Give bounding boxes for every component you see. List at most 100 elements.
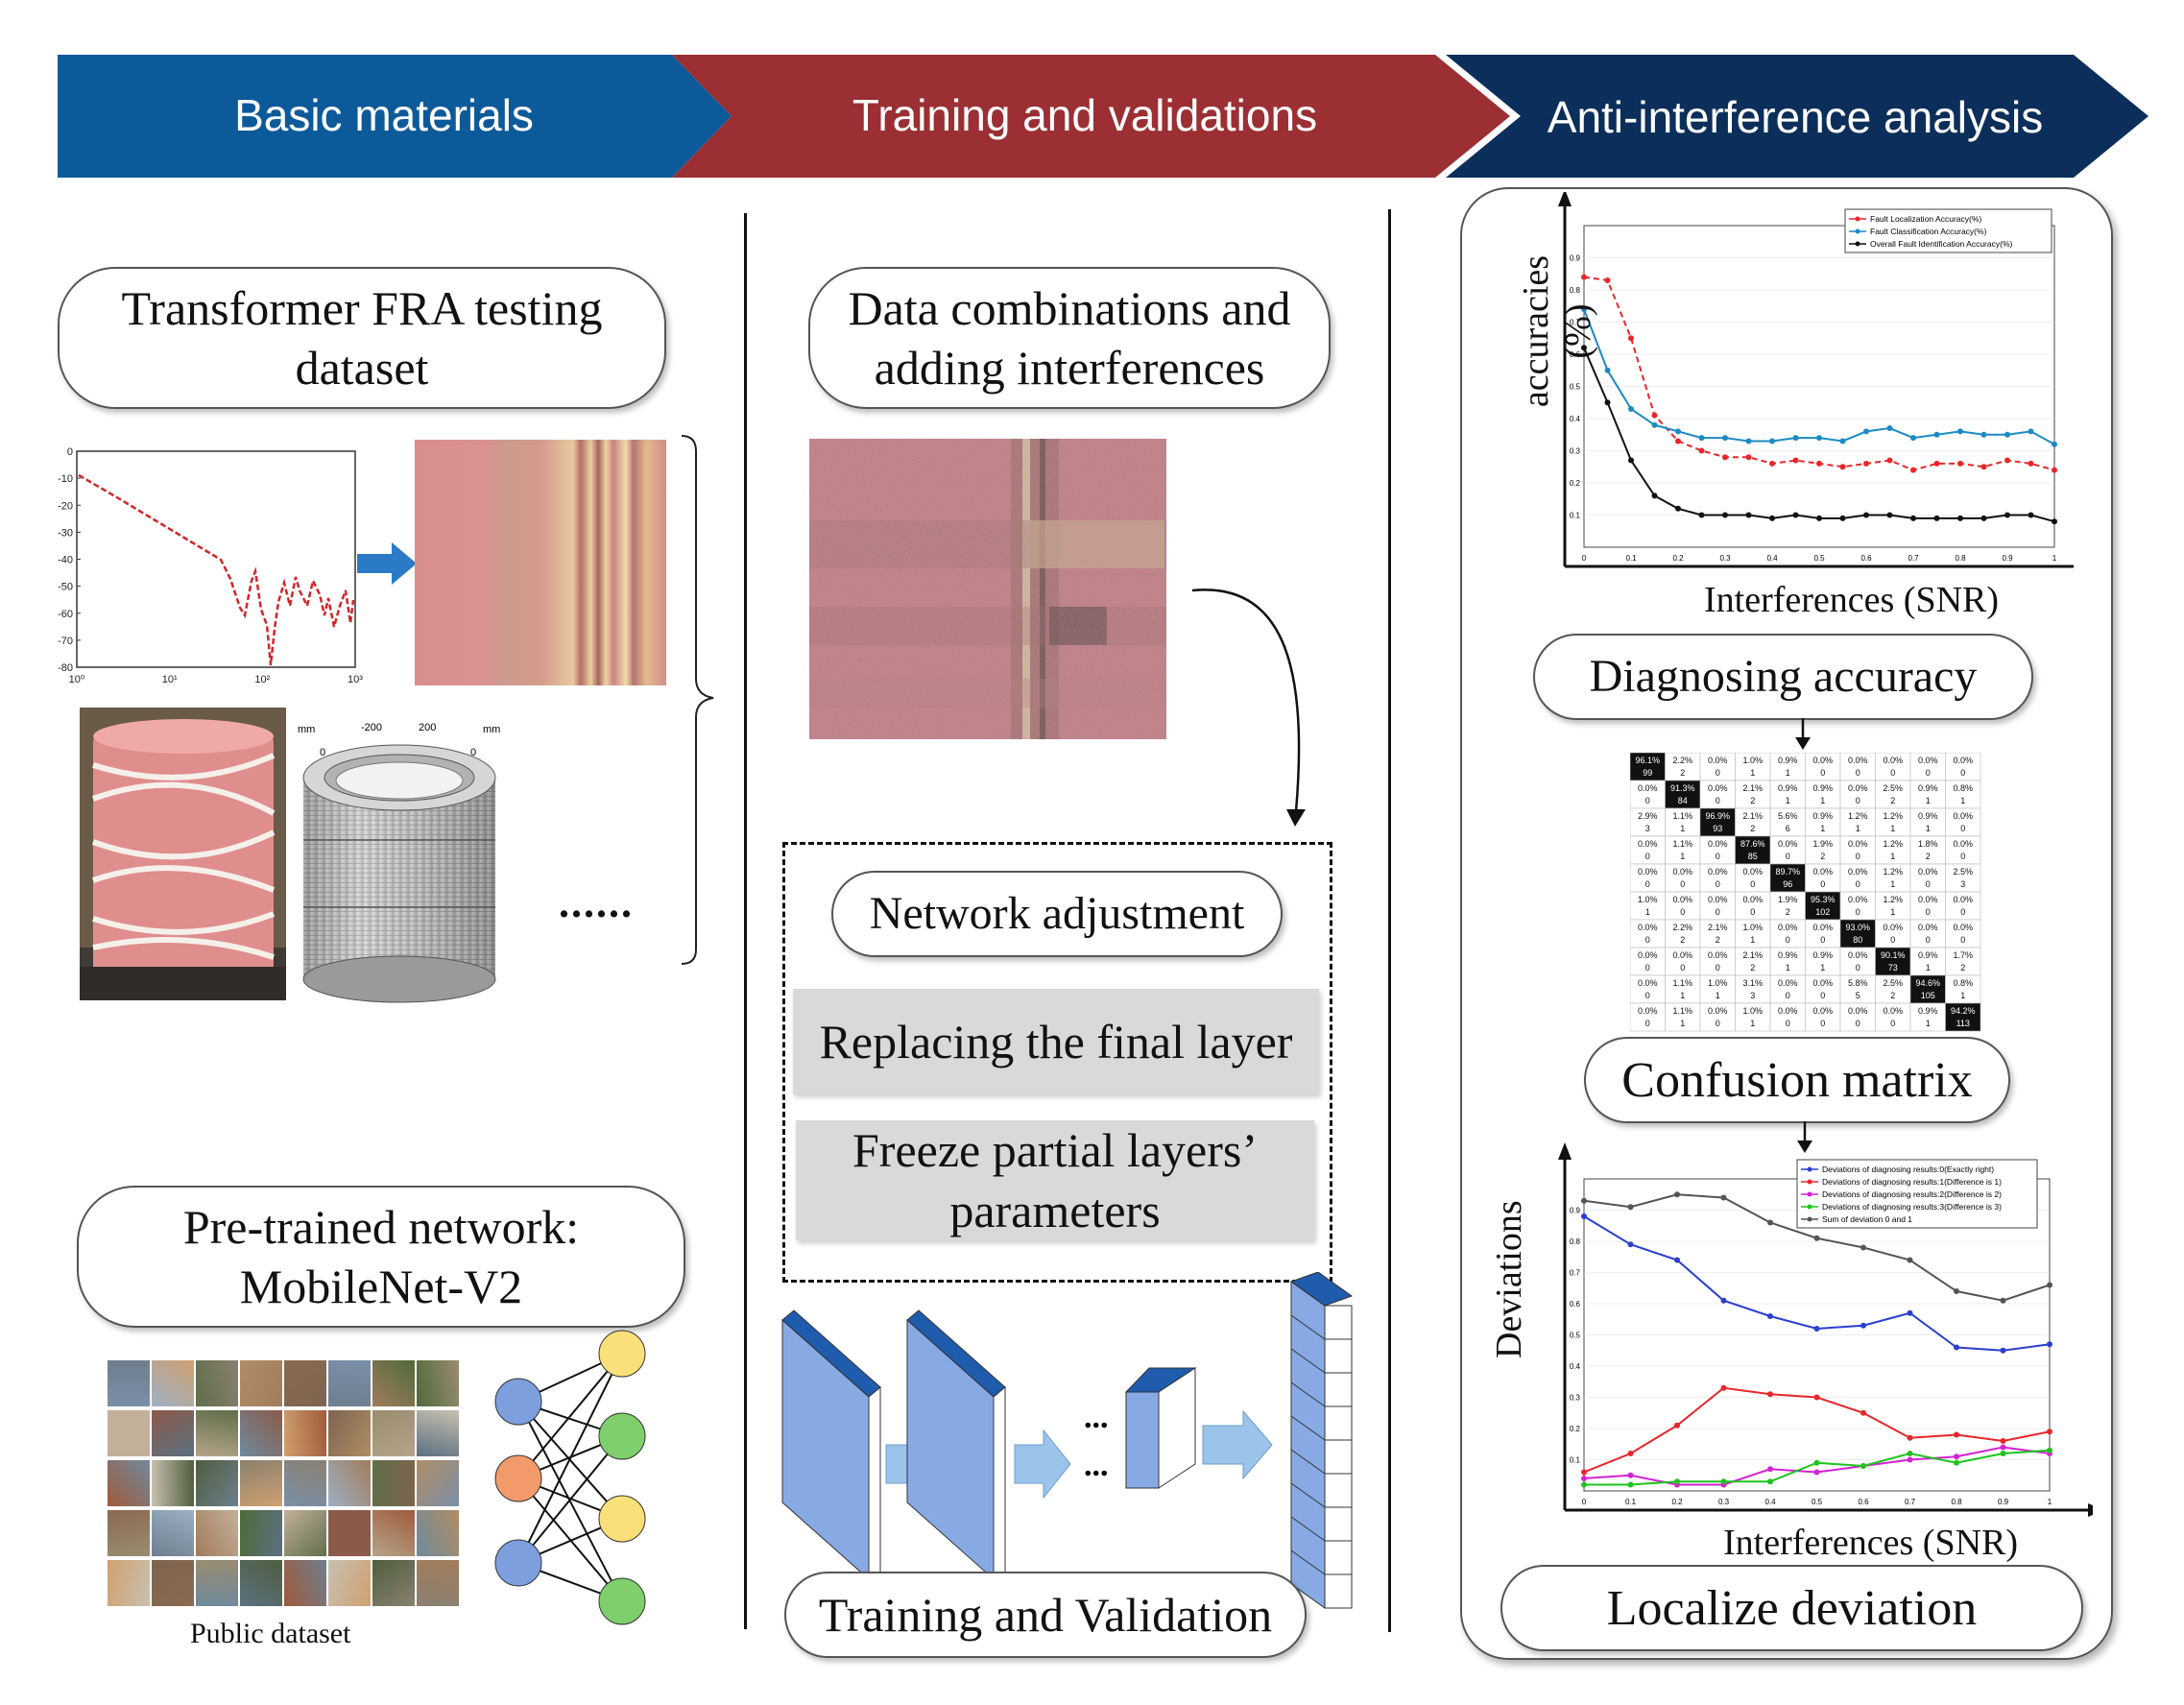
cm-percent: 0.0% [1708, 950, 1728, 960]
cm-cell [1909, 947, 1946, 976]
cm-percent: 0.9% [1812, 950, 1833, 960]
legend-marker [1807, 1216, 1812, 1222]
cm-percent: 0.0% [1672, 867, 1692, 877]
confusion-matrix: 96.1%992.2%20.0%01.0%10.9%10.0%00.0%00.0… [1630, 753, 1981, 1032]
data-combinations-title: Data combinations and adding interferenc… [808, 267, 1331, 409]
dataset-thumbnail [328, 1360, 371, 1406]
cm-percent: 1.1% [1672, 811, 1692, 821]
cm-cell [1665, 753, 1701, 781]
data-point [1745, 512, 1752, 518]
data-point [1792, 435, 1799, 442]
cm-percent: 0.0% [1918, 923, 1938, 932]
cm-count: 0 [1786, 935, 1790, 945]
cm-count: 2 [1750, 824, 1755, 833]
cnn-dots-bottom: ... [1084, 1448, 1109, 1483]
data-point [1957, 460, 1963, 467]
public-dataset-grid [108, 1360, 463, 1608]
cm-percent: 2.9% [1638, 811, 1658, 821]
cm-percent: 0.9% [1812, 783, 1833, 793]
cm-cell [1699, 753, 1736, 781]
output-cell-edge [1290, 1348, 1326, 1374]
cm-percent: 2.5% [1883, 978, 1903, 988]
legend-marker [1855, 228, 1860, 234]
cm-percent: 89.7% [1775, 867, 1800, 877]
x-tick-label: 0.7 [1908, 554, 1919, 563]
cm-cell [1735, 780, 1771, 809]
dataset-thumbnail [417, 1510, 459, 1556]
dataset-thumbnail [152, 1460, 194, 1506]
cm-percent: 0.0% [1918, 756, 1938, 765]
cm-count: 0 [1716, 907, 1720, 917]
cm-percent: 5.8% [1848, 978, 1868, 988]
data-point [1910, 435, 1916, 442]
output-node-4 [598, 1577, 646, 1625]
data-point [1886, 425, 1893, 432]
cm-percent: 0.0% [1708, 783, 1728, 793]
cm-percent: 96.1% [1635, 756, 1660, 765]
arrow-to-deviation [1797, 1121, 1812, 1153]
data-point [2047, 1282, 2052, 1288]
data-point [2047, 1429, 2052, 1435]
fra-xtick: 10² [254, 674, 270, 685]
cm-count: 0 [1960, 824, 1965, 833]
y-tick-label: 0.8 [1570, 1237, 1581, 1246]
cm-count: 0 [1960, 907, 1965, 917]
output-cell [1324, 1305, 1353, 1340]
cm-count: 1 [1820, 963, 1825, 973]
output-cell-edge [1290, 1516, 1326, 1542]
x-tick-label: 0.8 [1951, 1498, 1962, 1506]
accuracy-y-label: accuracies (%) [1516, 254, 1598, 408]
cm-diagonal-cell [1909, 974, 1946, 1004]
dataset-thumbnail [196, 1360, 238, 1406]
fra-striped-image [415, 440, 666, 685]
x-tick-label: 0.6 [1860, 554, 1872, 563]
legend-box [1844, 208, 2052, 253]
cm-count: 0 [1716, 1019, 1720, 1028]
y-tick-label: 0.7 [1570, 319, 1581, 327]
cm-percent: 0.0% [1848, 756, 1868, 765]
data-point [1816, 515, 1822, 521]
column-divider-2 [1388, 209, 1391, 1632]
data-point [1954, 1288, 1959, 1294]
data-point [2000, 1297, 2006, 1304]
data-point [1954, 1453, 1959, 1460]
data-point [1980, 464, 1987, 470]
cm-cell [1805, 974, 1841, 1004]
data-point [1581, 1481, 1587, 1488]
data-point [1954, 1459, 1959, 1466]
cm-count: 73 [1888, 963, 1898, 973]
cm-count: 102 [1815, 907, 1830, 917]
dataset-thumbnail [284, 1410, 326, 1456]
cm-cell [1769, 891, 1806, 921]
cm-percent: 1.2% [1883, 839, 1903, 849]
cm-percent: 0.0% [1883, 923, 1903, 932]
deviation-x-label: Interferences (SNR) [1723, 1523, 2019, 1563]
cm-percent: 0.0% [1638, 839, 1658, 849]
arrow-to-matrix [1795, 718, 1811, 750]
data-point [1767, 1391, 1773, 1398]
dataset-thumbnail [417, 1410, 459, 1456]
dataset-thumbnail [284, 1460, 326, 1506]
cm-percent: 0.9% [1812, 811, 1833, 821]
cm-percent: 1.8% [1918, 839, 1938, 849]
cm-cell [1699, 891, 1736, 921]
cm-count: 1 [1926, 963, 1931, 973]
input-node-3 [494, 1539, 542, 1587]
cm-cell [1630, 1002, 1666, 1032]
cm-count: 1 [1890, 852, 1895, 861]
pretrained-network-title: Pre-trained network: MobileNet-V2 [77, 1186, 685, 1328]
cm-cell [1665, 807, 1701, 837]
cm-count: 0 [1680, 907, 1685, 917]
cm-count: 1 [1680, 991, 1685, 1000]
data-point [1674, 1478, 1680, 1485]
data-point [1957, 428, 1963, 435]
cm-count: 0 [1820, 879, 1825, 889]
data-point [1933, 431, 1940, 438]
output-cell-edge [1290, 1449, 1326, 1475]
y-tick-label: 0.2 [1570, 1425, 1581, 1433]
cm-count: 0 [1645, 879, 1650, 889]
cm-cell [1875, 1002, 1911, 1032]
fra-dataset-title: Transformer FRA testing dataset [58, 267, 666, 409]
cm-cell [1735, 807, 1771, 837]
cm-count: 5 [1856, 991, 1860, 1000]
